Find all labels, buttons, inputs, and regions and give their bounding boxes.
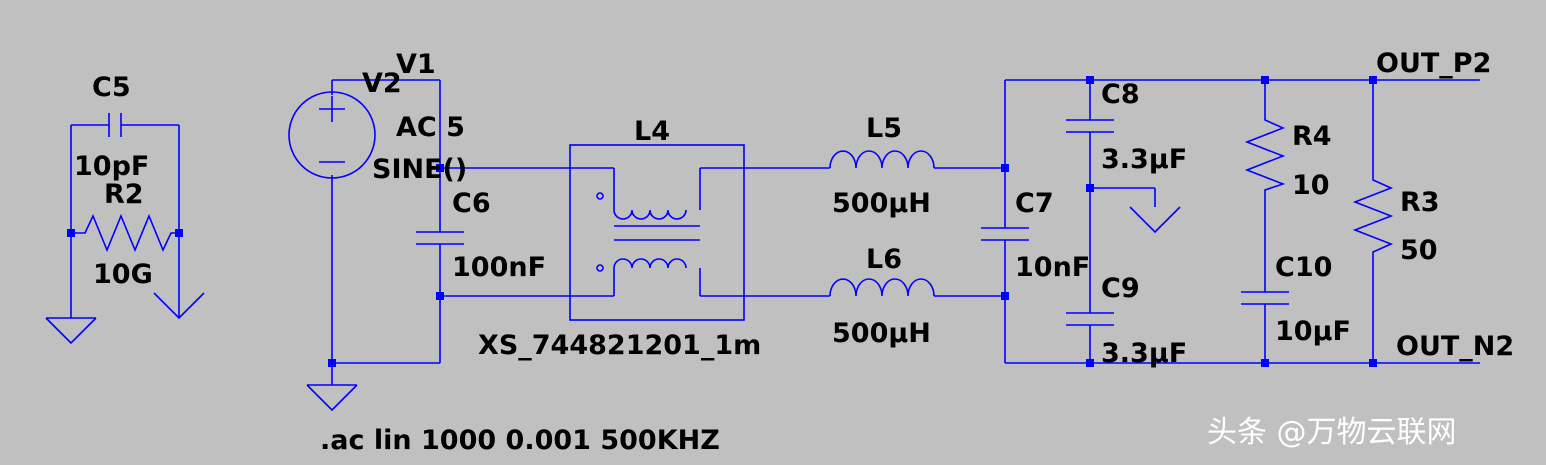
c6-value-label: 100nF [452,252,546,283]
capacitor-c8[interactable] [1066,119,1114,133]
junction-dot [1086,76,1094,84]
junction-dot [1261,359,1269,367]
l4-model-label: XS_744821201_1m [478,330,761,361]
r3-name-label: R3 [1400,187,1440,218]
l5-name-label: L5 [866,113,902,144]
l6-value-label: 500μH [832,318,931,349]
c10-name-label: C10 [1275,252,1332,283]
junction-dot [1086,359,1094,367]
watermark: 头条 @万物云联网 [1207,415,1457,450]
c5-name-label: C5 [92,72,131,103]
l5-value-label: 500μH [832,188,931,219]
l6-name-label: L6 [866,244,902,275]
net-label-out-p2: OUT_P2 [1376,48,1491,79]
ground-arrow-symbol [153,292,205,320]
ground-symbol [45,317,97,345]
net-label-out-n2: OUT_N2 [1396,331,1514,362]
c8-value-label: 3.3μF [1101,144,1187,175]
junction-dot [1261,76,1269,84]
resistor-r2[interactable] [71,213,179,253]
capacitor-c6[interactable] [416,231,464,245]
source-section [288,79,464,412]
capacitor-c5[interactable] [108,113,122,137]
common-mode-choke-l4[interactable] [569,144,830,321]
v1-name-label: V1 [396,49,436,80]
capacitor-c9[interactable] [1066,312,1114,326]
c10-value-label: 10μF [1275,316,1351,347]
output-network [981,76,1480,367]
c9-value-label: 3.3μF [1101,338,1187,369]
r3-value-label: 50 [1400,235,1438,266]
resistor-r3[interactable] [1352,172,1394,258]
junction-dot [175,229,183,237]
v2-name-label: V2 [362,68,402,99]
r4-value-label: 10 [1292,170,1330,201]
v2-waveform-label: SINE() [372,154,467,185]
junction-dot [1086,184,1094,192]
r4-name-label: R4 [1292,121,1332,152]
junction-dot [328,359,336,367]
c8-name-label: C8 [1101,79,1140,110]
r2-name-label: R2 [104,179,144,210]
r2-value-label: 10G [93,259,153,290]
ground-symbol [306,384,358,412]
c5-r2-section [45,113,205,345]
c7-value-label: 10nF [1015,252,1090,283]
junction-dot [1001,292,1009,300]
capacitor-c7[interactable] [981,227,1029,241]
ground-arrow-symbol [1129,206,1181,234]
junction-dot [1001,164,1009,172]
junction-dot [1369,359,1377,367]
c7-name-label: C7 [1015,188,1054,219]
capacitor-c10[interactable] [1241,291,1289,305]
l4-name-label: L4 [634,116,670,147]
c5-value-label: 10pF [74,151,149,182]
resistor-r4[interactable] [1244,110,1286,194]
junction-dot [1369,76,1377,84]
inductor-l6[interactable] [829,278,935,297]
voltage-source-v2[interactable] [288,91,376,179]
spice-directive[interactable]: .ac lin 1000 0.001 500KHZ [320,425,720,456]
v2-value-label: AC 5 [396,112,465,143]
c9-name-label: C9 [1101,273,1140,304]
junction-dot [67,229,75,237]
c6-name-label: C6 [452,188,491,219]
inductor-l5[interactable] [829,150,935,169]
